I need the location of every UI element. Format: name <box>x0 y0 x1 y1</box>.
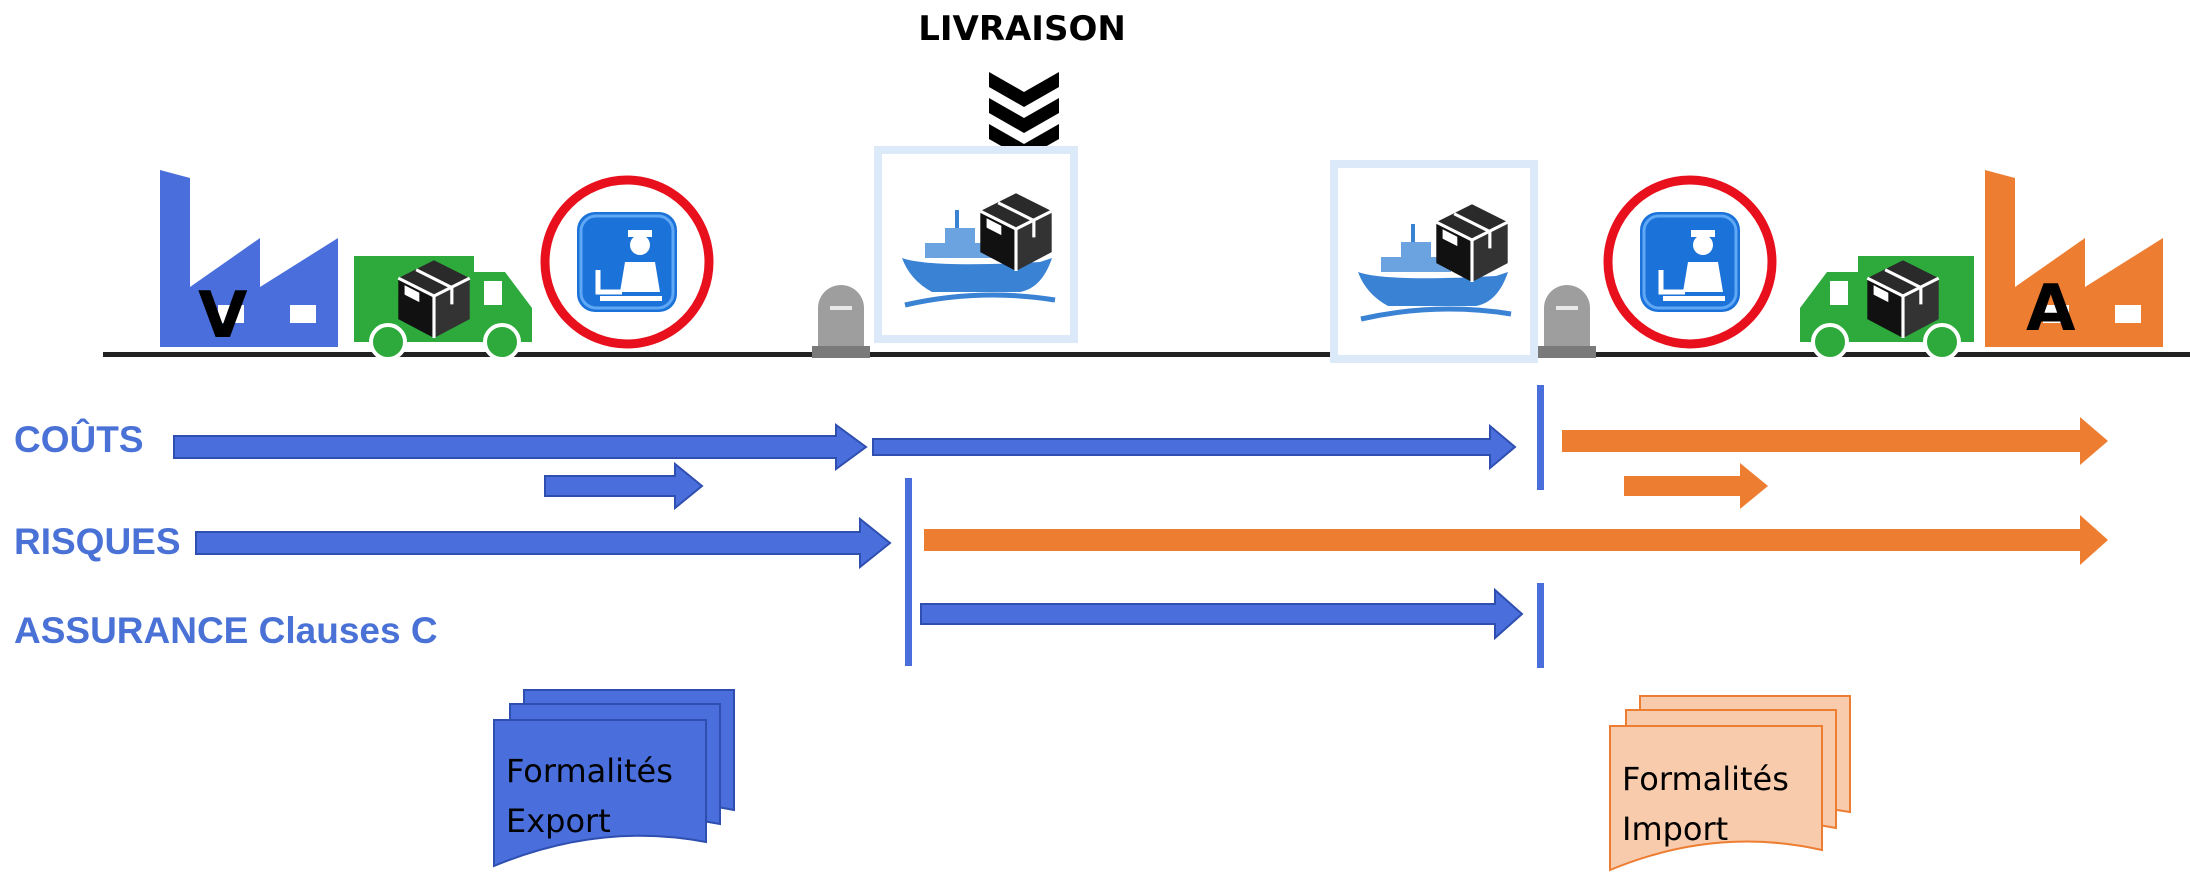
export-bollard-icon <box>812 285 870 358</box>
costs-buyer-secondary-arrow <box>1624 463 1768 509</box>
export-customs-icon <box>540 175 714 349</box>
export-document-stack-icon <box>493 689 735 868</box>
import-doc-line1: Formalités <box>1622 760 1789 798</box>
export-doc-line1: Formalités <box>506 752 673 790</box>
costs-seller-freight-arrow <box>872 423 1517 471</box>
insurance-arrow <box>920 587 1524 641</box>
destination-ship-icon <box>1330 160 1538 363</box>
delivery-label: LIVRAISON <box>918 9 1126 49</box>
costs-buyer-main-arrow <box>1562 417 2108 465</box>
buyer-truck-icon <box>1800 256 1974 361</box>
delivery-chevron-down-icon <box>989 72 1059 159</box>
insurance-end-marker <box>1537 583 1544 668</box>
costs-seller-secondary-arrow <box>544 461 704 511</box>
origin-ship-icon <box>874 146 1078 343</box>
risks-seller-arrow <box>195 516 892 570</box>
ground-line <box>103 352 2190 357</box>
seller-truck-icon <box>354 256 532 361</box>
risks-buyer-arrow <box>924 515 2108 565</box>
import-doc-line2: Import <box>1622 810 1728 848</box>
risks-label: RISQUES <box>14 521 181 562</box>
buyer-factory-icon <box>1985 170 2163 347</box>
costs-label: COÛTS <box>14 418 144 460</box>
import-bollard-icon <box>1538 285 1596 358</box>
export-doc-line2: Export <box>506 802 611 840</box>
import-document-stack-icon <box>1609 695 1851 872</box>
risks-transfer-marker <box>905 478 912 666</box>
costs-transfer-marker <box>1537 385 1544 490</box>
seller-factory-icon <box>160 170 338 347</box>
costs-seller-main-arrow <box>173 423 868 471</box>
buyer-letter: A <box>2026 272 2076 346</box>
import-customs-icon <box>1603 175 1777 349</box>
insurance-label: ASSURANCE Clauses C <box>14 610 438 651</box>
seller-letter: V <box>198 279 248 353</box>
